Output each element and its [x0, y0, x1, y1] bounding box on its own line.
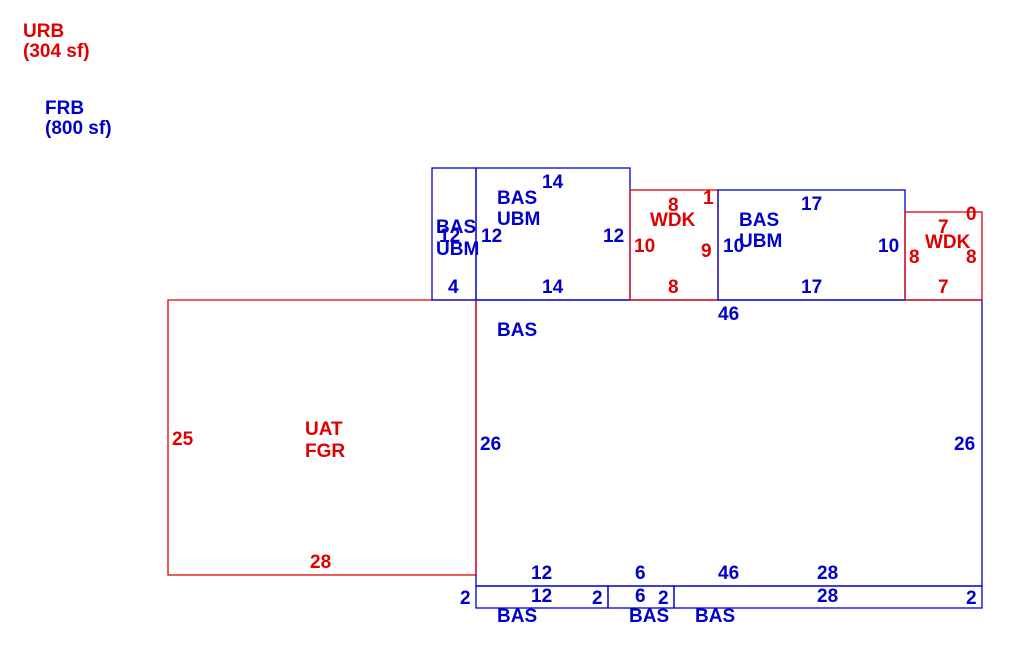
bas-strip-1-label: BAS: [497, 606, 537, 627]
dim-wdk1-top: 8: [668, 195, 679, 216]
dim-wdk2-right: 8: [966, 247, 977, 268]
dim-strip-top-6: 6: [635, 563, 646, 584]
dim-bas-main-top: 46: [718, 304, 739, 325]
bas-ubm-3-label-ubm: UBM: [739, 231, 782, 252]
dim-strip2-bottom: 6: [635, 586, 646, 607]
dim-strip3-right: 2: [966, 588, 977, 609]
dim-strip-left: 2: [460, 588, 471, 609]
dim-wdk1-top-right: 1: [703, 188, 714, 209]
dim-strip-top-46: 46: [718, 563, 739, 584]
dim-strip-top-28: 28: [817, 563, 838, 584]
dim-wdk2-bottom: 7: [938, 277, 949, 298]
bas-ubm-2-label-ubm: UBM: [497, 209, 540, 230]
dim-bas-main-left: 26: [480, 434, 501, 455]
dim-ubm3-left: 10: [723, 236, 744, 257]
dim-ubm2-left: 12: [481, 226, 502, 247]
uat-label: UAT: [305, 419, 343, 440]
fgr-label: FGR: [305, 441, 345, 462]
legend-frb-code: FRB: [45, 98, 85, 119]
dim-wdk2-top: 7: [938, 217, 949, 238]
legend-urb-area: (304 sf): [23, 41, 90, 62]
dim-wdk1-bottom: 8: [668, 277, 679, 298]
dim-ubm2-top: 14: [542, 172, 564, 193]
dim-ubm1-left: 12: [439, 226, 460, 247]
legend-urb: URB (304 sf): [23, 22, 90, 62]
dim-bas-main-right: 26: [954, 434, 975, 455]
dim-ubm2-right: 12: [603, 226, 624, 247]
dim-ubm2-bottom: 14: [542, 277, 564, 298]
bas-ubm-1-label-bas: BAS: [436, 217, 476, 238]
dim-ubm3-right: 10: [878, 236, 899, 257]
dim-strip2-right: 2: [658, 588, 669, 609]
bas-strip-3-label: BAS: [695, 606, 735, 627]
dim-ubm1-bottom: 4: [448, 277, 459, 298]
legend-urb-code: URB: [23, 21, 65, 42]
bas-strip-3-outline: [673, 585, 983, 609]
dim-strip1-right: 2: [592, 588, 603, 609]
uat-fgr-outline: [167, 299, 476, 576]
dim-wdk2-top-right: 0: [966, 204, 977, 225]
dim-strip3-bottom: 28: [817, 586, 838, 607]
dim-ubm3-bottom: 17: [801, 277, 822, 298]
dim-uat-left: 25: [172, 429, 194, 450]
bas-ubm-3-label-bas: BAS: [739, 210, 779, 231]
dim-ubm3-top: 17: [801, 194, 822, 215]
wdk-2-outline: [904, 211, 983, 301]
wdk-1-label: WDK: [650, 210, 696, 231]
legend-frb: FRB (800 sf): [45, 99, 112, 139]
bas-ubm-2-label-bas: BAS: [497, 188, 537, 209]
legend-frb-area: (800 sf): [45, 118, 112, 139]
bas-main-label: BAS: [497, 320, 537, 341]
bas-main-outline: [475, 299, 983, 587]
dim-wdk1-right: 9: [701, 241, 712, 262]
dim-wdk1-left: 10: [634, 236, 655, 257]
bas-ubm-1-label-ubm: UBM: [436, 239, 479, 260]
bas-strip-2-label: BAS: [629, 606, 669, 627]
dim-strip-top-12: 12: [531, 563, 552, 584]
dim-uat-bottom: 28: [310, 552, 331, 573]
dim-strip1-bottom: 12: [531, 586, 552, 607]
dim-wdk2-left: 8: [909, 247, 920, 268]
wdk-2-label: WDK: [925, 232, 971, 253]
